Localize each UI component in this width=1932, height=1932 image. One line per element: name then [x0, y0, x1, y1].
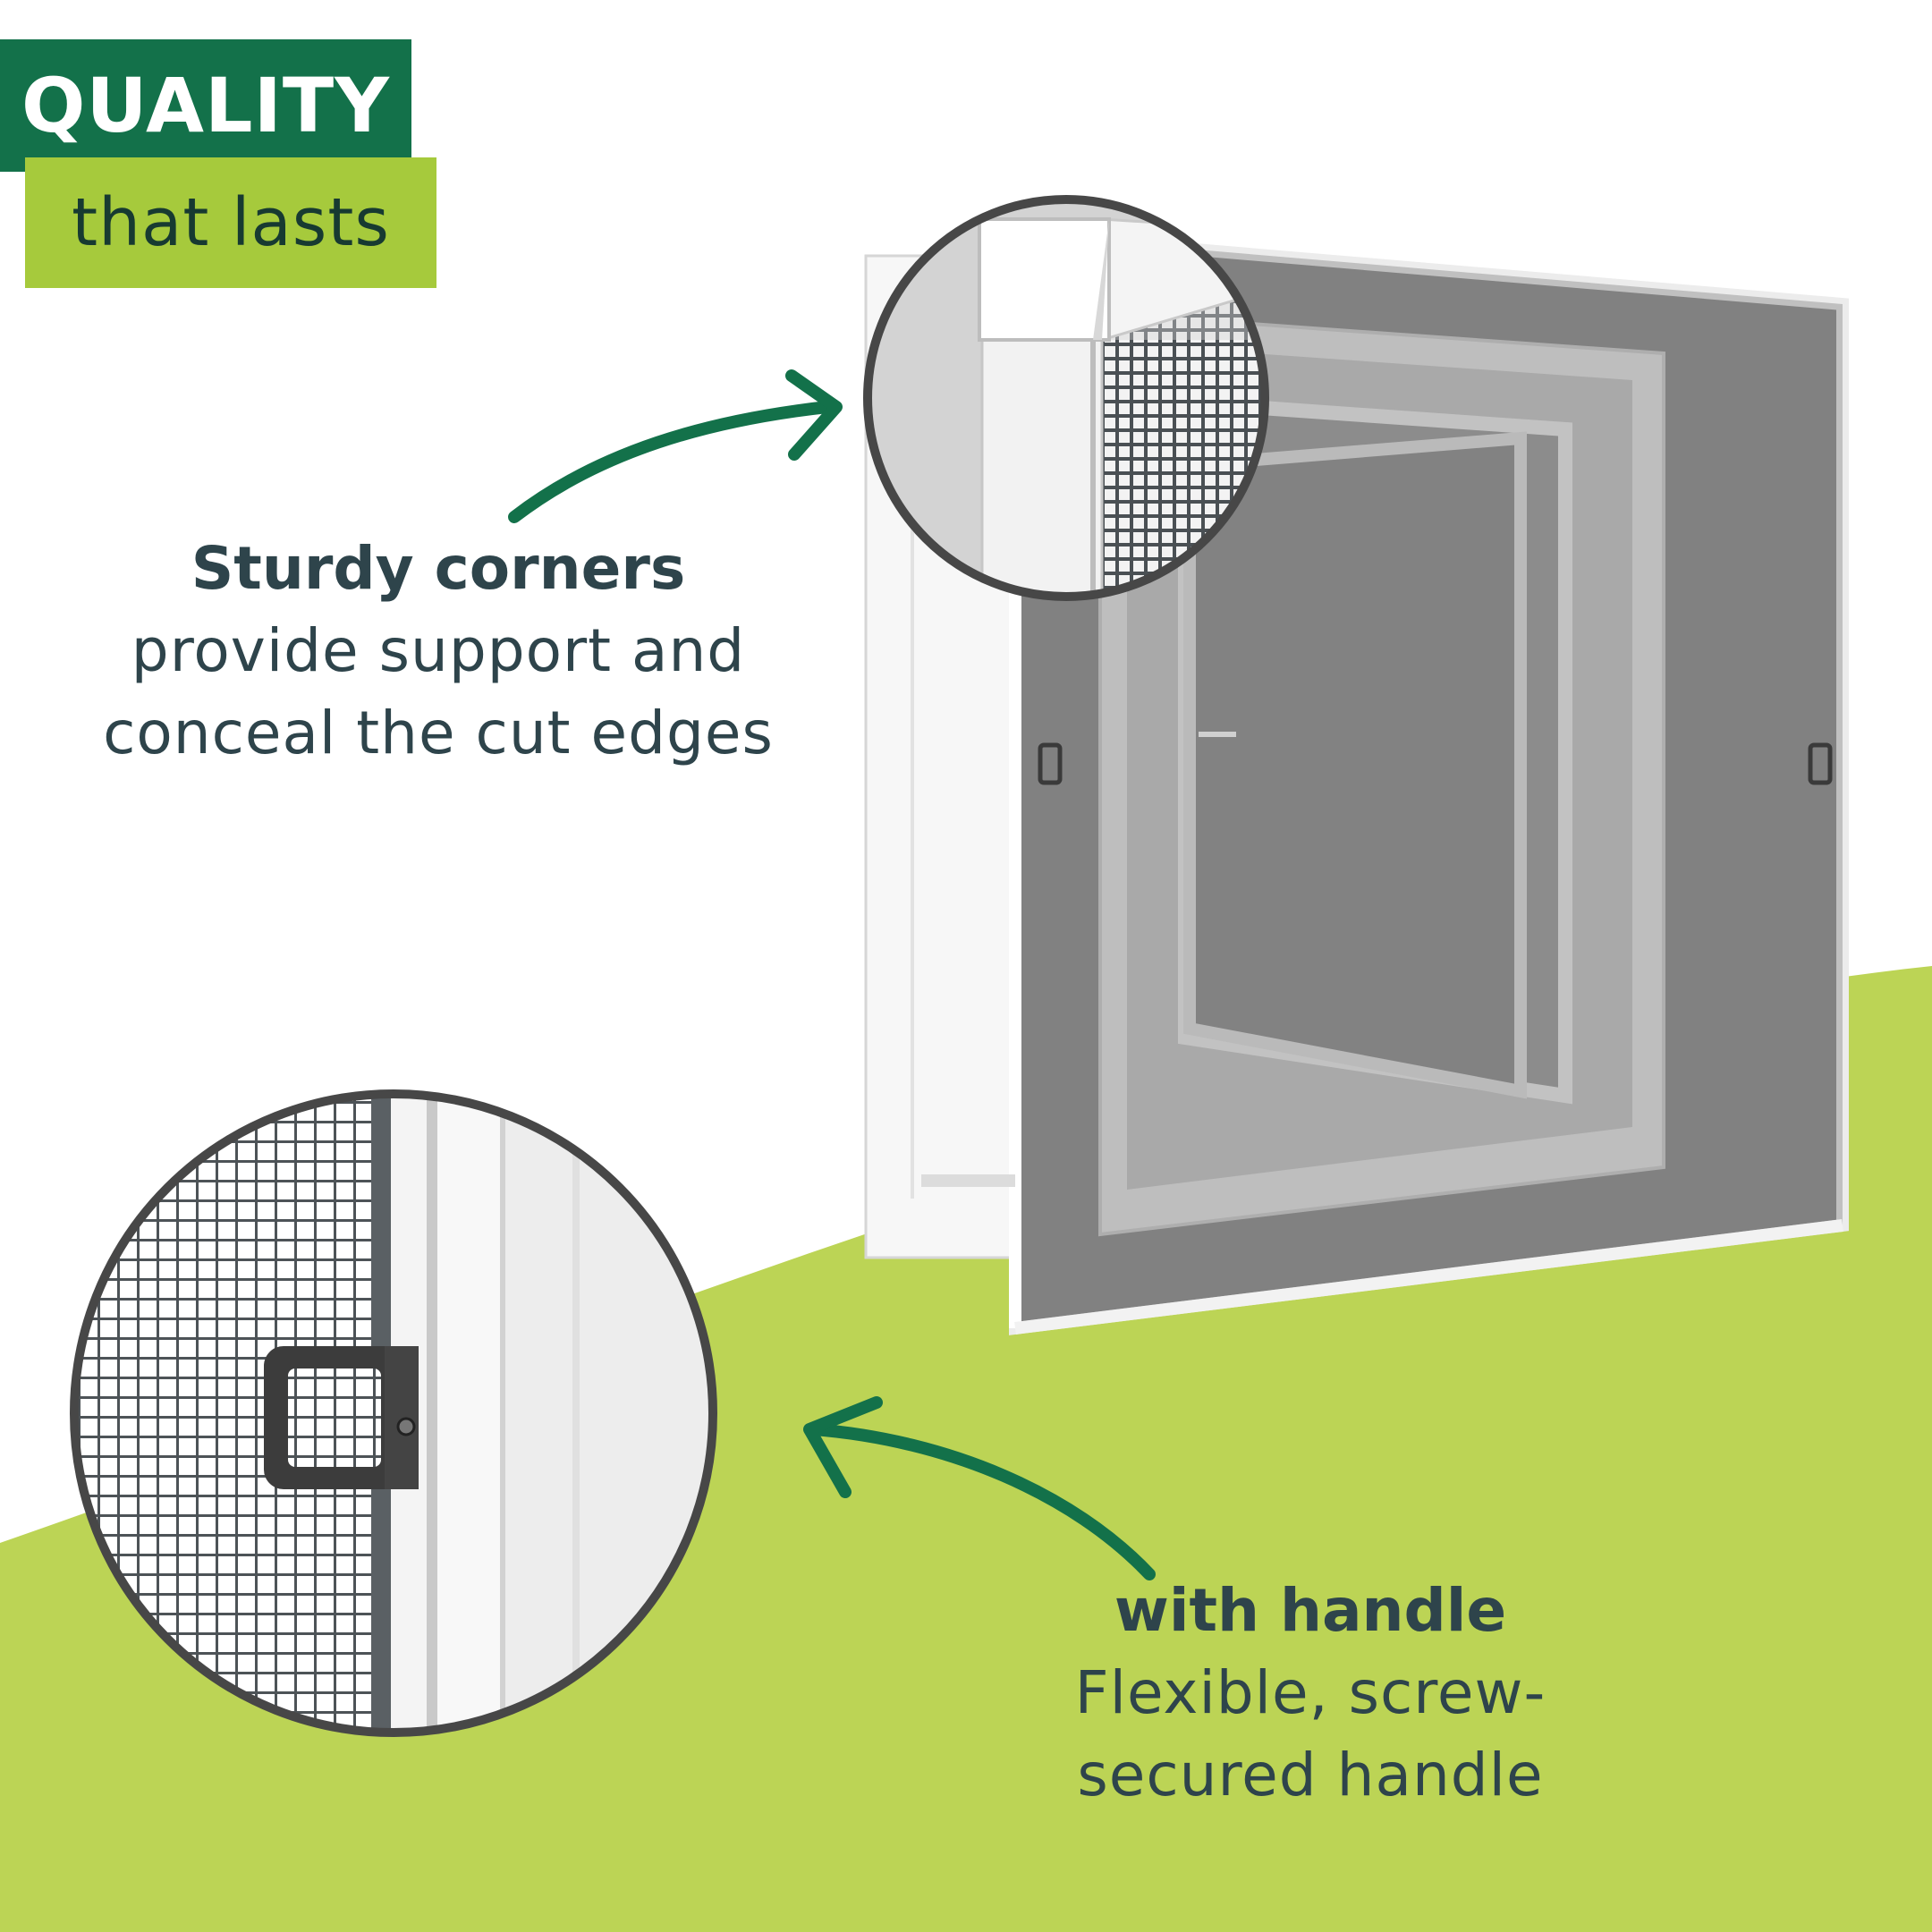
- callout-line: secured handle: [1077, 1741, 1544, 1809]
- callout-line: provide support and: [131, 616, 746, 685]
- callout-with-handle: with handle Flexible, screw- secured han…: [984, 1570, 1637, 1817]
- quality-badge: QUALITY: [0, 39, 411, 172]
- callout-sturdy-corners: Sturdy corners provide support and conce…: [54, 528, 823, 775]
- arrow-to-handle-icon: [803, 1396, 1156, 1580]
- callout-line: Flexible, screw-: [1074, 1658, 1546, 1727]
- lasts-badge: that lasts: [25, 157, 436, 288]
- callout-line: conceal the cut edges: [103, 699, 774, 767]
- callout-heading: with handle: [1114, 1576, 1507, 1645]
- corner-zoom-circle: [863, 195, 1269, 601]
- handle-zoom-circle: [70, 1089, 717, 1737]
- arrow-to-corner-icon: [508, 369, 843, 523]
- quality-label: QUALITY: [21, 62, 390, 149]
- lasts-label: that lasts: [72, 184, 390, 261]
- callout-heading: Sturdy corners: [191, 534, 686, 603]
